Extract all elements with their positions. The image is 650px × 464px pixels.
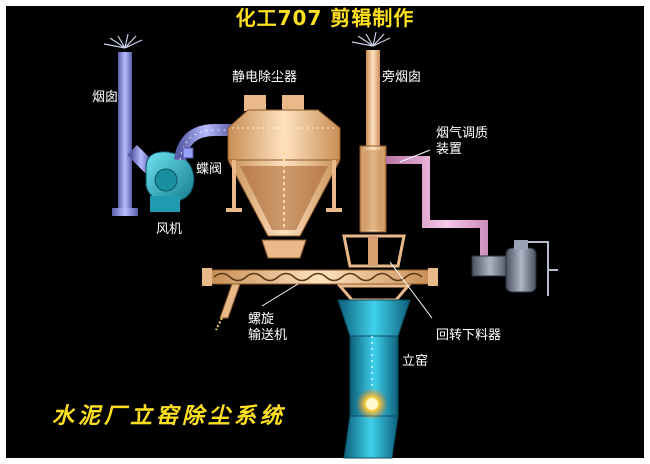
butterfly-valve-label: 蝶阀 [196,162,223,177]
diagram-subtitle: 水泥厂立窑除尘系统 [52,403,287,429]
screw-conveyor-label: 螺旋 输送机 [248,312,288,343]
flue-gas-conditioning-unit [471,240,558,296]
chimney-label: 烟囱 [92,90,119,105]
bypass-chimney [359,50,387,233]
electrostatic-precipitator-label: 静电除尘器 [232,70,298,85]
shaft-kiln-label: 立窑 [402,354,429,369]
fan [145,151,195,212]
flame-icon [356,388,388,420]
chimney [112,52,138,216]
smoke-icon [351,31,391,47]
butterfly-valve-duct [174,124,232,162]
butterfly-valve [182,147,194,159]
screw-conveyor [202,268,438,331]
rotary-feeder-label: 回转下料器 [436,328,502,343]
background-panel [6,6,644,458]
page-title: 化工707 剪辑制作 [235,6,415,30]
rotary-feeder [368,236,378,266]
fan-label: 风机 [156,222,183,237]
smoke-icon [103,33,143,49]
electrostatic-precipitator [226,95,342,259]
flue-gas-conditioning-label: 烟气调质 装置 [436,126,489,157]
bypass-chimney-label: 旁烟囱 [382,70,422,85]
leader-lines [261,149,433,319]
